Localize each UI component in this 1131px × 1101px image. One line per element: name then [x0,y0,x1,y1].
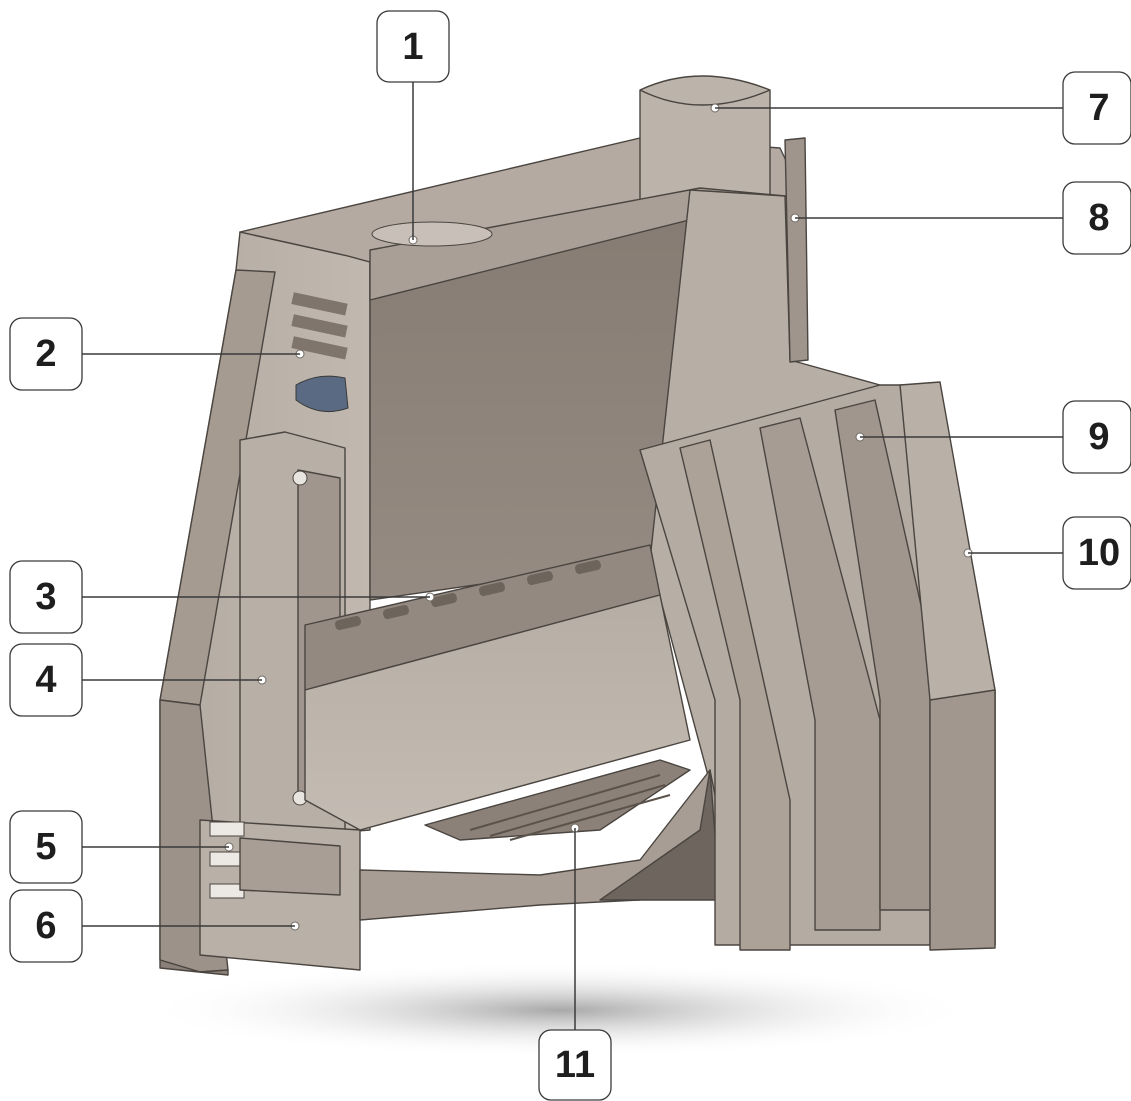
hinge-top [292,470,308,486]
svg-text:6: 6 [35,905,56,947]
svg-text:11: 11 [555,1044,595,1086]
ground-shadow [140,962,980,1058]
svg-text:8: 8 [1088,197,1109,239]
callout-8: 8 [1062,181,1131,255]
grate [424,759,691,841]
svg-text:4: 4 [35,659,56,701]
air-slot-2 [291,314,348,338]
callout-10: 10 [1062,516,1131,590]
firebox-floor [304,594,691,831]
ash-slot-1 [209,821,245,837]
callout-9: 9 [1062,400,1131,474]
air-channel-holes [335,560,601,630]
air-slot-1 [291,292,348,316]
svg-text:3: 3 [35,576,56,618]
flue-collar [639,75,771,201]
svg-text:2: 2 [35,333,56,375]
callout-4: 4 [9,643,83,717]
callout-11: 11 [538,1029,612,1101]
ash-slot-3 [209,883,245,899]
svg-text:7: 7 [1088,87,1109,129]
ash-slot-2 [209,851,245,867]
svg-text:1: 1 [402,26,423,68]
svg-text:10: 10 [1078,532,1120,574]
flue-collar-inner [639,89,771,106]
callout-3: 3 [9,560,83,634]
heat-exchanger-leg [929,689,996,951]
grate-bars [469,774,671,841]
ash-drawer [239,837,341,896]
air-valve [295,375,349,413]
svg-text:9: 9 [1088,416,1109,458]
svg-text:5: 5 [35,826,56,868]
right-wall-rib [784,137,809,363]
air-slot-3 [291,336,348,360]
baffle-opening [371,221,493,247]
callout-7: 7 [1062,71,1131,145]
base-inner [599,769,721,901]
left-leg [159,959,229,976]
callout-5: 5 [9,810,83,884]
callout-2: 2 [9,317,83,391]
callout-6: 6 [9,889,83,963]
callout-1: 1 [376,10,450,83]
